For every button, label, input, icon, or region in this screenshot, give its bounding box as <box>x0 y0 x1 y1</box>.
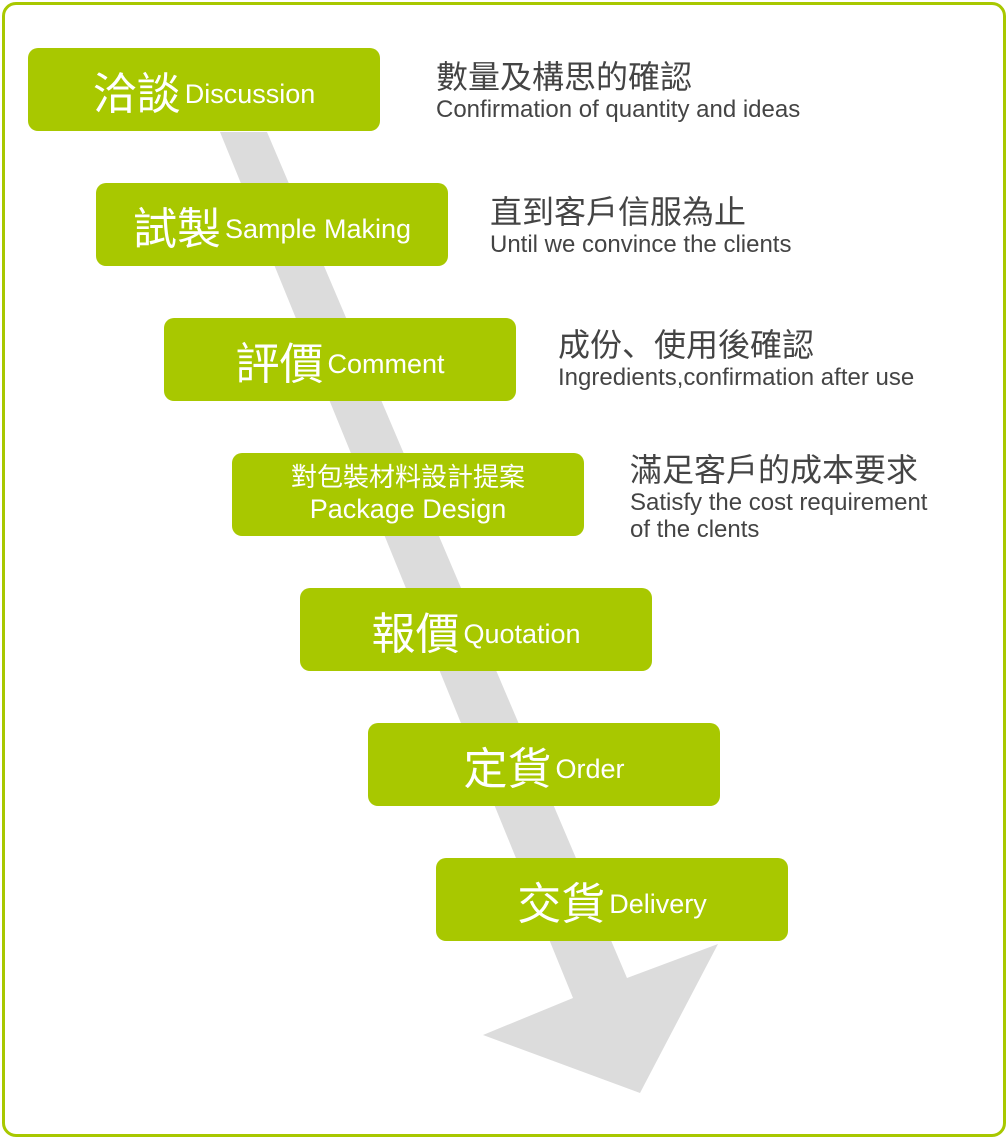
desc-en-line2: of the clents <box>630 516 760 543</box>
desc-zh: 滿足客戶的成本要求 <box>630 451 919 489</box>
step-en: Package Design <box>309 493 507 524</box>
desc-en: Confirmation of quantity and ideas <box>436 96 801 123</box>
step-zh: 報價 <box>371 608 460 660</box>
step-en: Comment <box>327 349 445 379</box>
desc-zh: 直到客戶信服為止 <box>490 193 747 231</box>
step-en: Discussion <box>184 79 316 109</box>
step-en: Quotation <box>463 619 581 649</box>
step-zh: 交貨 <box>517 878 606 930</box>
step-zh: 評價 <box>235 338 324 390</box>
step-en: Delivery <box>609 889 707 919</box>
step-zh: 洽談 <box>92 68 181 120</box>
desc-zh: 數量及構思的確認 <box>436 58 693 96</box>
desc-en: Until we convince the clients <box>490 231 792 258</box>
step-zh: 試製 <box>132 203 221 255</box>
step-zh: 定貨 <box>463 743 552 795</box>
desc-zh: 成份、使用後確認 <box>558 326 815 364</box>
desc-en: Satisfy the cost requirement <box>630 489 928 516</box>
step-en: Sample Making <box>224 214 412 244</box>
step-en: Order <box>555 754 625 784</box>
step-zh: 對包裝材料設計提案 <box>290 463 525 494</box>
desc-en: Ingredients,confirmation after use <box>558 364 915 391</box>
